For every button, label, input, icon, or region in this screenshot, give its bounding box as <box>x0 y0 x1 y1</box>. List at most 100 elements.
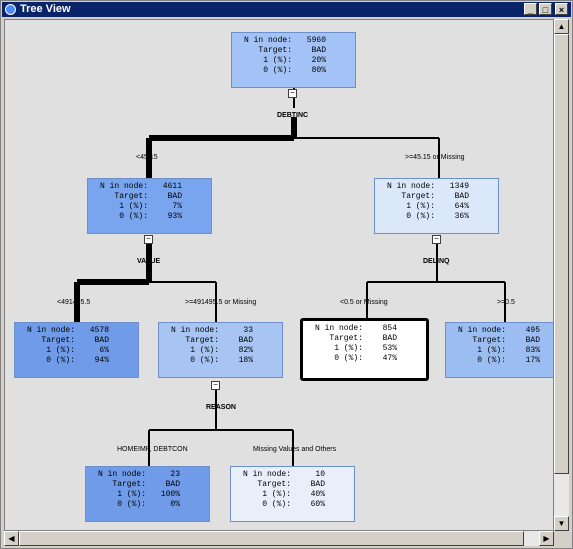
branch-label-lt491495: <491495.5 <box>57 299 91 306</box>
collapse-toggle-reason[interactable]: − <box>211 381 220 390</box>
split-label-reason: REASON <box>206 404 236 411</box>
vertical-scrollbar[interactable]: ▲ ▼ <box>554 19 569 531</box>
node-pct-class0-label: 0 (%): <box>334 354 363 363</box>
branch-label-ge45: >=45.15 or Missing <box>405 154 465 161</box>
node-count-row: N in node:1349 <box>379 182 494 192</box>
node-target-row: Target: BAD <box>379 192 494 202</box>
scroll-down-icon[interactable]: ▼ <box>554 516 569 531</box>
node-pct-class1-value: 82% <box>238 346 253 355</box>
node-count-label: N in node: <box>386 182 435 191</box>
node-pct-class0-label: 0 (%): <box>46 356 75 365</box>
resize-grip-icon[interactable] <box>554 531 569 546</box>
node-pct-class0-value: 93% <box>167 212 182 221</box>
branch-label-lt05: <0.5 or Missing <box>340 299 388 306</box>
split-label-debtinc: DEBTINC <box>277 112 309 119</box>
node-target-value: BAD <box>310 480 325 489</box>
node-target-row: Target: BAD <box>92 192 207 202</box>
branch-label-missing: Missing Values and Others <box>253 446 337 453</box>
node-count-row: N in node:10 <box>235 470 350 480</box>
scroll-right-icon[interactable]: ▶ <box>539 531 554 546</box>
node-target-value: BAD <box>311 46 326 55</box>
title-bar[interactable]: Tree View _ □ × <box>2 2 571 17</box>
node-pct-class1-value: 20% <box>311 56 326 65</box>
node-pct-class0-value: 36% <box>454 212 469 221</box>
minimize-button[interactable]: _ <box>524 3 537 15</box>
node-pct-class1-label: 1 (%): <box>334 344 363 353</box>
node-pct-class1-value: 53% <box>382 344 397 353</box>
node-pct-class0-row: 0 (%):80% <box>236 66 351 76</box>
node-pct-class1-value: 7% <box>172 202 182 211</box>
node-pct-class1-label: 1 (%): <box>117 490 146 499</box>
node-target-label: Target: <box>401 192 435 201</box>
node-pct-class1-label: 1 (%): <box>406 202 435 211</box>
node-target-row: Target:BAD <box>236 46 351 56</box>
node-count-value: 854 <box>382 324 397 333</box>
node-pct-class0-value: 18% <box>238 356 253 365</box>
horizontal-scrollbar[interactable]: ◀ ▶ <box>4 531 554 546</box>
scroll-left-icon[interactable]: ◀ <box>4 531 19 546</box>
node-pct-class0-row: 0 (%): 93% <box>92 212 207 222</box>
node-count-label: N in node: <box>457 326 506 335</box>
node-count-value: 495 <box>525 326 540 335</box>
node-count-label: N in node: <box>99 182 148 191</box>
tree-canvas[interactable]: − − − − DEBTINC VALUE DELINQ REASON <45.… <box>4 19 554 531</box>
node-pct-class0-value: 80% <box>311 66 326 75</box>
node-target-value: BAD <box>167 192 182 201</box>
node-pct-class0-row: 0 (%):60% <box>235 500 350 510</box>
node-pct-class0-value: 60% <box>310 500 325 509</box>
node-pct-class1-value: 40% <box>310 490 325 499</box>
horizontal-scroll-thumb[interactable] <box>19 531 524 546</box>
node-pct-class0-label: 0 (%): <box>119 212 148 221</box>
node-pct-class0-label: 0 (%): <box>477 356 506 365</box>
scroll-up-icon[interactable]: ▲ <box>554 19 569 34</box>
node-pct-class0-value: 47% <box>382 354 397 363</box>
node-count-value: 23 <box>170 470 180 479</box>
collapse-toggle-value[interactable]: − <box>144 235 153 244</box>
node-count-label: N in node: <box>242 470 291 479</box>
node-count-value: 4611 <box>162 182 182 191</box>
node-pct-class1-value: 83% <box>525 346 540 355</box>
node-pct-class0-row: 0 (%):18% <box>163 356 278 366</box>
collapse-toggle-delinq[interactable]: − <box>432 235 441 244</box>
node-target-label: Target: <box>114 192 148 201</box>
branch-label-ge05: >=0.5 <box>497 299 515 306</box>
node-pct-class0-value: 0% <box>170 500 180 509</box>
node-pct-class0-label: 0 (%): <box>406 212 435 221</box>
vertical-scroll-thumb[interactable] <box>554 34 569 474</box>
close-button[interactable]: × <box>555 3 568 15</box>
branch-label-lt45: <45.15 <box>136 154 158 161</box>
branch-label-homeimp: HOMEIMP, DEBTCON <box>117 446 188 453</box>
node-pct-class1-row: 1 (%): 82% <box>163 346 278 356</box>
node-pct-class1-label: 1 (%): <box>477 346 506 355</box>
node-count-row: N in node:5960 <box>236 36 351 46</box>
tree-edges <box>74 88 506 466</box>
node-pct-class0-value: 17% <box>525 356 540 365</box>
node-count-row: N in node: 854 <box>307 324 422 334</box>
split-label-delinq: DELINQ <box>423 258 450 265</box>
node-pct-class0-row: 0 (%): 47% <box>307 354 422 364</box>
node-target-row: Target: BAD <box>235 480 350 490</box>
node-pct-class1-label: 1 (%): <box>263 56 292 65</box>
node-target-label: Target: <box>257 480 291 489</box>
node-pct-class1-label: 1 (%): <box>190 346 219 355</box>
node-count-row: N in node: 4611 <box>92 182 207 192</box>
collapse-toggle-debtinc[interactable]: − <box>288 89 297 98</box>
node-target-value: BAD <box>454 192 469 201</box>
node-count-label: N in node: <box>314 324 363 333</box>
node-target-row: Target:BAD <box>19 336 134 346</box>
node-pct-class1-value: 6% <box>99 346 109 355</box>
node-pct-class1-value: 100% <box>160 490 180 499</box>
window-title: Tree View <box>20 3 71 15</box>
maximize-button[interactable]: □ <box>539 3 552 15</box>
node-pct-class1-label: 1 (%): <box>46 346 75 355</box>
node-pct-class0-label: 0 (%): <box>117 500 146 509</box>
